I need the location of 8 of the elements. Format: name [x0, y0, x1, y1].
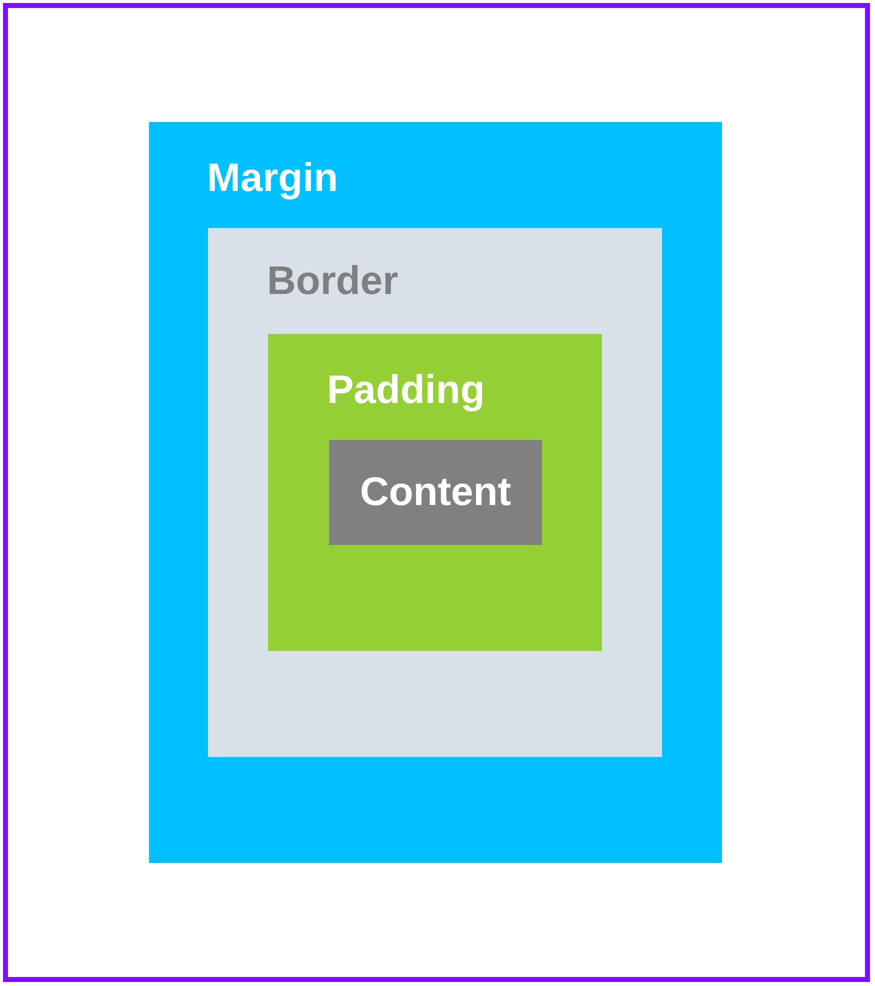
content-box: [329, 440, 542, 545]
box-label: Margin: [207, 158, 338, 198]
margin-box: [149, 122, 722, 863]
box-label: Padding: [327, 370, 485, 410]
padding-box: [268, 334, 602, 651]
box-label: Border: [267, 261, 398, 301]
border-box: [208, 228, 662, 757]
box-label: Content: [358, 472, 512, 512]
